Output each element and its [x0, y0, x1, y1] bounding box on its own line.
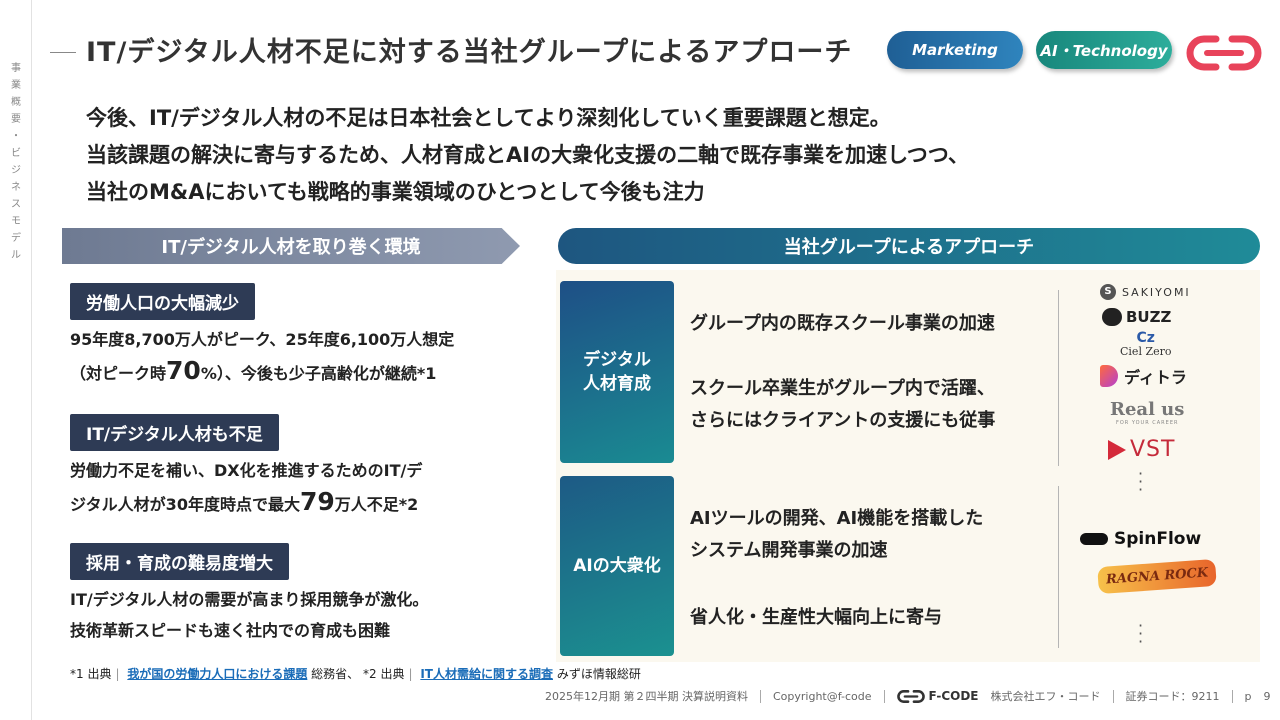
brand-spinflow: SpinFlow [1080, 529, 1201, 549]
environment-item-text: 95年度8,700万人がピーク、25年度6,100万人想定 （対ピーク時70%）… [70, 330, 455, 385]
footnote-link-2[interactable]: IT人材需給に関する調査 [420, 667, 553, 681]
f-code-footer-logo-icon [896, 689, 925, 703]
brand-vst: VST [1106, 437, 1175, 462]
tag-ai-technology: AI・Technology [1036, 31, 1172, 69]
approach-text-graduates: スクール卒業生がグループ内で活躍、 さらにはクライアントの支援にも従事 [690, 378, 996, 431]
tag-marketing: Marketing [887, 31, 1023, 69]
approach-header: 当社グループによるアプローチ [558, 228, 1260, 264]
approach-text-ai-tools: AIツールの開発、AI機能を搭載した システム開発事業の加速 [690, 508, 984, 561]
side-section-label: 事 業 概 要 ・ ビ ジ ネ ス モ デ ル [11, 63, 21, 261]
brand-ditora: ディトラ [1100, 364, 1187, 388]
footnote-link-1[interactable]: 我が国の労働力人口における課題 [127, 667, 308, 681]
side-rail: 事 業 概 要 ・ ビ ジ ネ ス モ デ ル [0, 0, 32, 720]
footnote: *1 出典| 我が国の労働力人口における課題 総務省、 *2 出典| IT人材需… [70, 667, 641, 681]
page-number: 9 [1263, 689, 1271, 703]
environment-item-label: IT/デジタル人材も不足 [70, 414, 279, 451]
brand-ragna-rock: RAGNA ROCK [1097, 558, 1218, 595]
lead-statement: 今後、IT/デジタル人材の不足は日本社会としてより深刻化していく重要課題と想定。… [86, 106, 969, 204]
page-title: IT/デジタル人材不足に対する当社グループによるアプローチ [86, 37, 853, 68]
divider-line [1058, 486, 1059, 648]
environment-item-it-shortage: IT/デジタル人材も不足 労働力不足を補い、DX化を推進するためのIT/デ ジタ… [70, 414, 530, 520]
environment-item-label: 採用・育成の難易度増大 [70, 543, 289, 580]
brand-ciel-zero: Cz Ciel Zero [1120, 330, 1172, 358]
ditora-icon [1100, 365, 1118, 387]
divider-line [1058, 290, 1059, 466]
vst-play-icon [1108, 439, 1126, 460]
footer: 2025年12月期 第２四半期 決算説明資料 Copyright@f-code … [545, 689, 1271, 703]
environment-header: IT/デジタル人材を取り巻く環境 [62, 228, 520, 264]
environment-item-hiring: 採用・育成の難易度増大 IT/デジタル人材の需要が高まり採用競争が激化。 技術革… [70, 543, 530, 646]
pill-ai-democratization: AIの大衆化 [560, 476, 674, 656]
ciel-zero-icon: Cz [1136, 330, 1155, 346]
brand-sakiyomi: S SAKIYOMI [1100, 284, 1191, 300]
environment-item-text: 労働力不足を補い、DX化を推進するためのIT/デ ジタル人材が30年度時点で最大… [70, 461, 423, 516]
title-divider [50, 52, 76, 53]
approach-text-school: グループ内の既存スクール事業の加速 [690, 313, 995, 334]
environment-item-labor: 労働人口の大幅減少 95年度8,700万人がピーク、25年度6,100万人想定 … [70, 283, 530, 389]
sakiyomi-icon: S [1100, 284, 1116, 300]
brand-buzz: BUZZ [1102, 308, 1171, 326]
brand-real-us: Real us FOR YOUR CAREER [1110, 399, 1185, 427]
buzz-icon [1102, 308, 1122, 326]
more-dots-icon: ··· [1138, 616, 1144, 651]
f-code-logo-icon [1186, 35, 1262, 71]
environment-item-label: 労働人口の大幅減少 [70, 283, 255, 320]
approach-text-productivity: 省人化・生産性大幅向上に寄与 [690, 607, 942, 628]
environment-item-text: IT/デジタル人材の需要が高まり採用競争が激化。 技術革新スピードも速く社内での… [70, 590, 429, 640]
pill-digital-talent: デジタル人材育成 [560, 281, 674, 463]
more-dots-icon: ··· [1138, 464, 1144, 499]
spinflow-icon [1080, 533, 1108, 545]
